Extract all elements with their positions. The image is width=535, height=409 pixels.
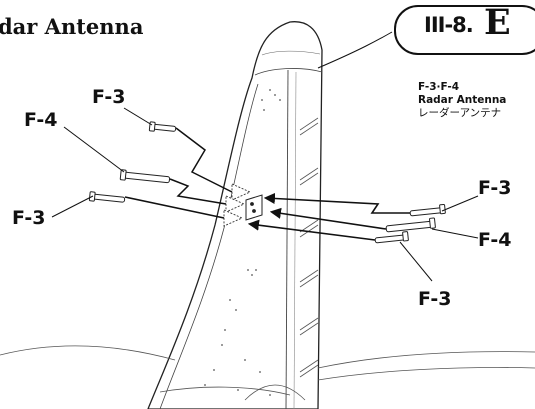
antenna-rod-f4-left xyxy=(119,169,171,184)
parts-name-jp: レーダーアンテナ xyxy=(418,107,502,119)
callout-f4-left: F-4 xyxy=(24,109,58,131)
step-number: III-8. xyxy=(424,13,474,37)
parts-info: F-3·F-4 Radar Antenna レーダーアンテナ xyxy=(418,81,506,120)
attach-point-markers xyxy=(223,183,252,227)
antenna-mount xyxy=(245,194,263,221)
callout-f3-right-bottom: F-3 xyxy=(418,288,452,310)
rudder-panel-lines xyxy=(299,117,319,378)
antenna-rod-f3-right-bottom xyxy=(374,231,409,244)
callout-leaders xyxy=(51,31,479,282)
antenna-rod-f4-right xyxy=(385,217,436,233)
fuselage-base xyxy=(0,345,535,401)
rivet-dots xyxy=(204,89,281,396)
antenna-rod-f3-top xyxy=(148,121,177,132)
left-attach-lines xyxy=(124,127,233,219)
callout-f3-left: F-3 xyxy=(12,207,46,229)
step-badge xyxy=(394,5,535,55)
parts-name-en: Radar Antenna xyxy=(418,94,507,106)
step-letter: E xyxy=(484,2,511,43)
right-attach-arrows xyxy=(247,192,410,241)
parts-codes: F-3·F-4 xyxy=(418,81,460,93)
page-title: dar Antenna xyxy=(0,14,144,39)
antenna-rod-f3-right-top xyxy=(409,203,446,217)
callout-f4-right: F-4 xyxy=(478,229,512,251)
callout-f3-top: F-3 xyxy=(92,86,126,108)
callout-f3-right-top: F-3 xyxy=(478,177,512,199)
antenna-rod-f3-left xyxy=(88,191,126,203)
